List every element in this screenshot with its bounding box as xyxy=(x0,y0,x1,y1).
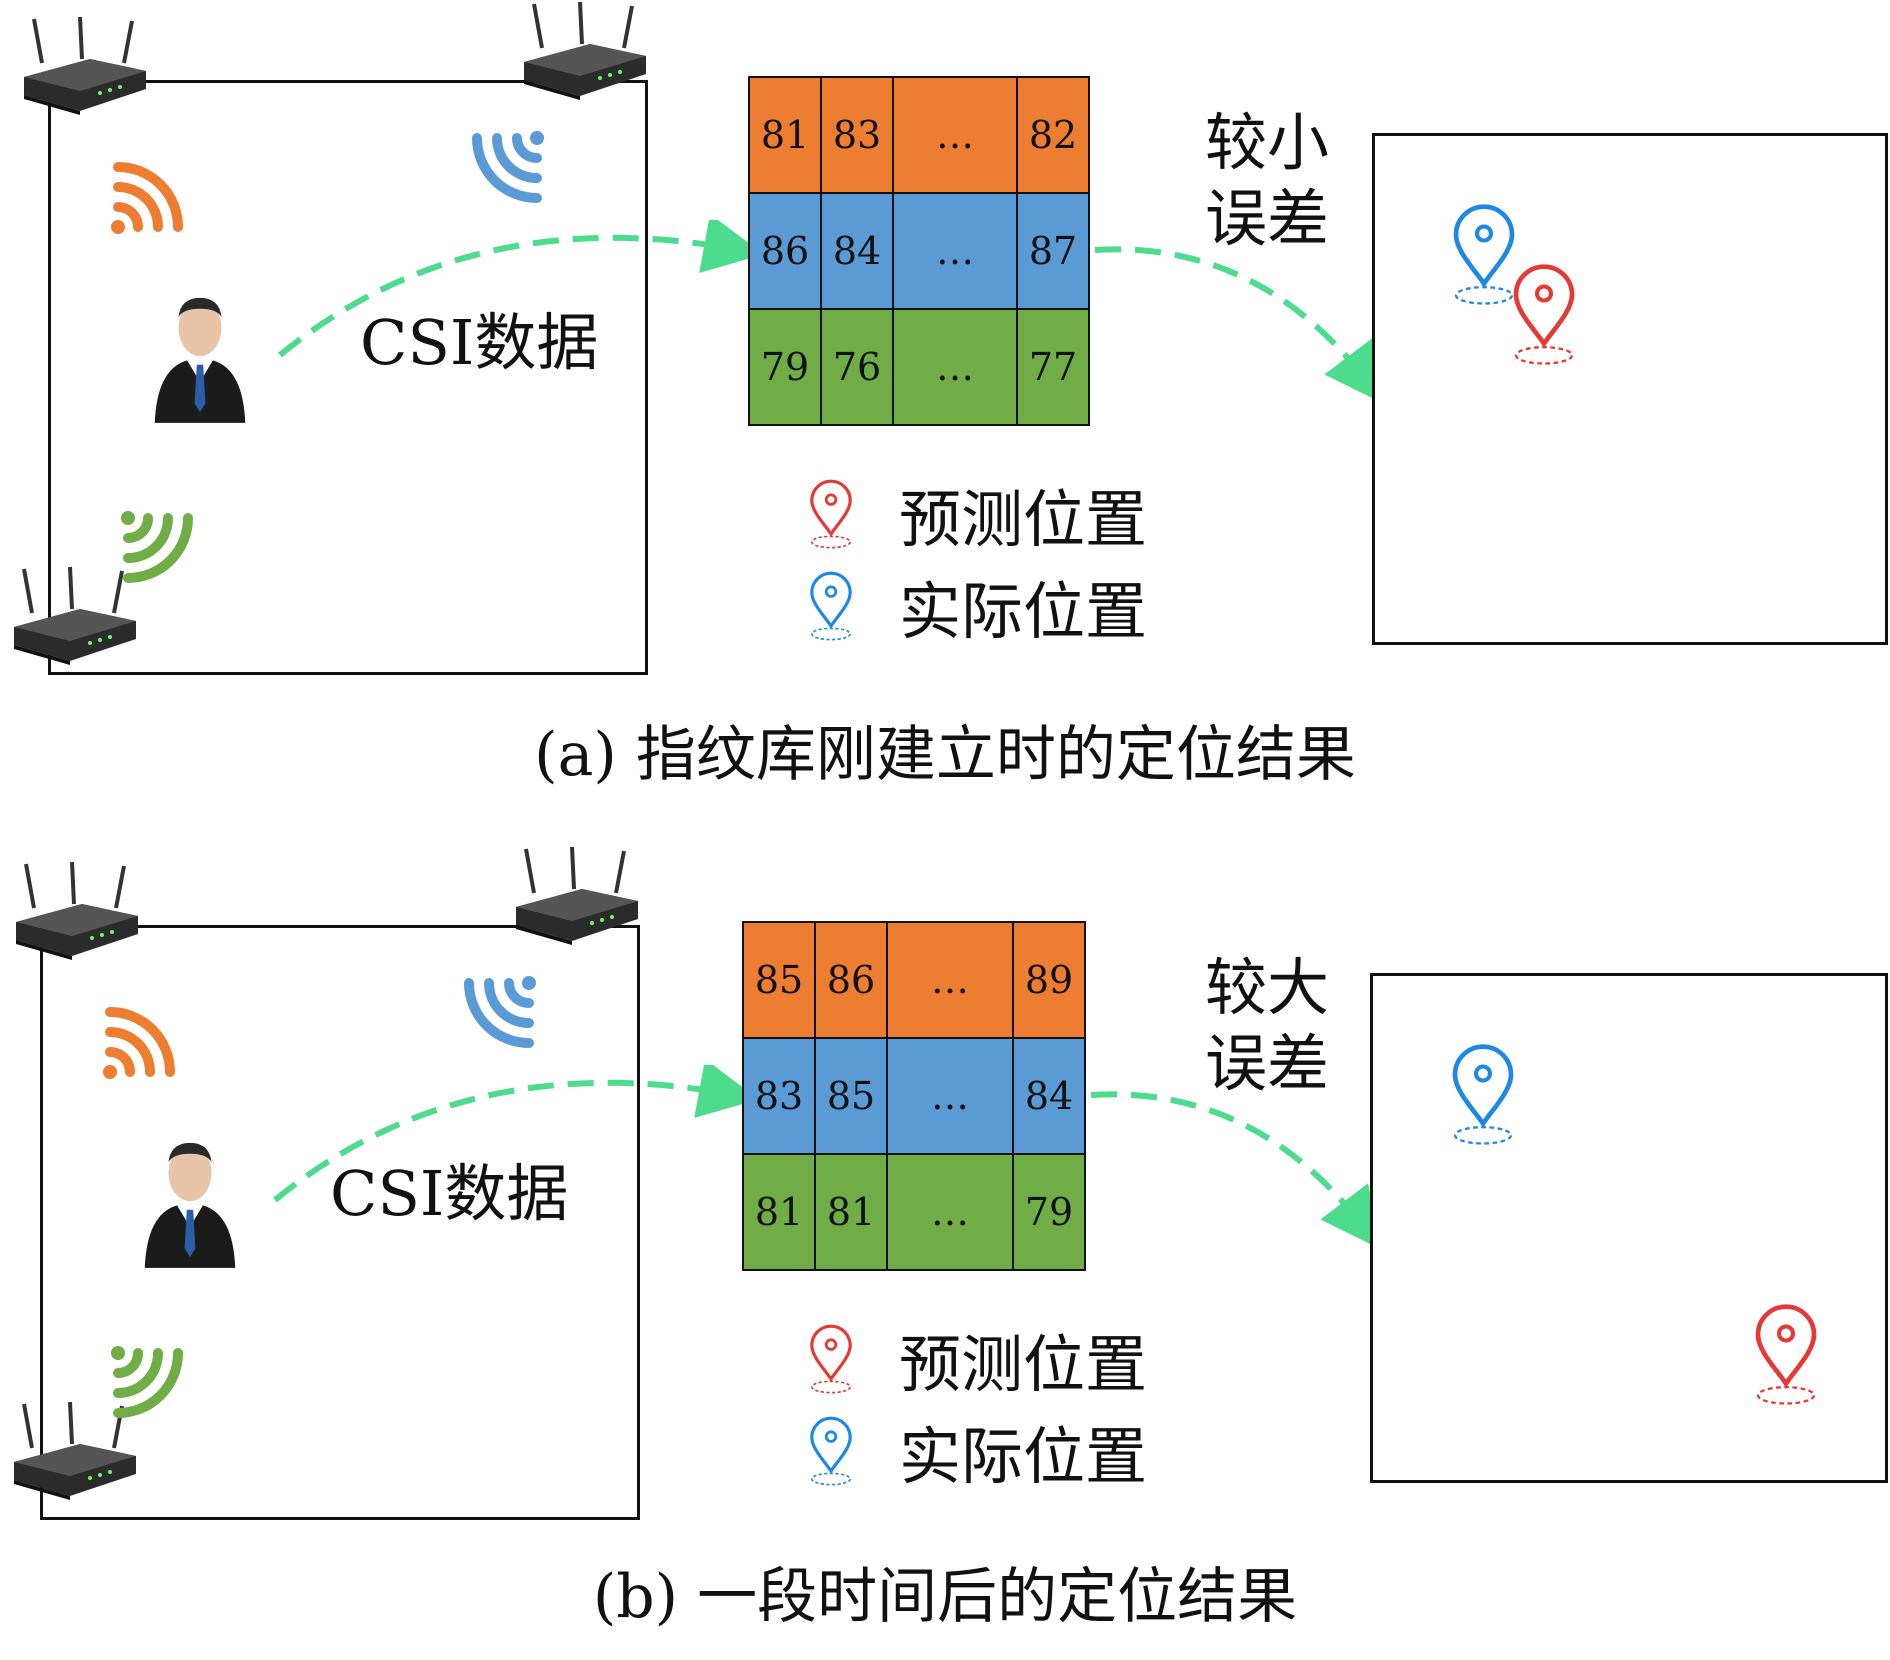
location-map xyxy=(1372,133,1888,645)
legend-label: 预测位置 xyxy=(899,1328,1148,1401)
grid-cell: 86 xyxy=(748,192,822,310)
router-icon xyxy=(520,0,650,110)
router-icon xyxy=(512,845,642,955)
red-location-pin-icon xyxy=(805,1323,857,1395)
legend-item-predicted: 预测位置 xyxy=(805,1323,1147,1401)
grid-cell: 79 xyxy=(1012,1153,1086,1271)
grid-cell: 85 xyxy=(742,921,816,1039)
red-location-pin-icon xyxy=(805,478,857,550)
grid-cell: 83 xyxy=(742,1037,816,1155)
legend-label: 实际位置 xyxy=(899,1420,1148,1493)
grid-cell: … xyxy=(892,76,1018,194)
fingerprint-grid: 85 86 … 89 83 85 … 84 81 81 … 79 xyxy=(742,921,1086,1271)
grid-cell: 89 xyxy=(1012,921,1086,1039)
green-wifi-icon xyxy=(100,1335,200,1435)
grid-cell: 81 xyxy=(742,1153,816,1271)
panel-a: CSI数据 81 83 … 82 86 84 … 87 79 76 … 77 较… xyxy=(0,0,1890,815)
grid-cell: 84 xyxy=(1012,1037,1086,1155)
error-label-line2: 误差 xyxy=(1205,1027,1330,1100)
legend-item-actual: 实际位置 xyxy=(805,1415,1147,1493)
blue-wifi-icon xyxy=(447,965,547,1065)
grid-cell: 83 xyxy=(820,76,894,194)
orange-wifi-icon xyxy=(92,990,192,1090)
legend-item-actual: 实际位置 xyxy=(805,570,1147,648)
predicted-location-pin-icon xyxy=(1751,1302,1821,1407)
dashed-arrow xyxy=(273,1065,755,1203)
grid-cell: 76 xyxy=(820,308,894,426)
actual-location-pin-icon xyxy=(1448,1042,1518,1147)
panel-b: CSI数据 85 86 … 89 83 85 … 84 81 81 … 79 较… xyxy=(0,845,1890,1660)
dashed-arrow xyxy=(278,220,760,358)
error-label: 较小 误差 xyxy=(1205,105,1345,257)
csi-data-label: CSI数据 xyxy=(330,1157,569,1230)
predicted-location-pin-icon xyxy=(1509,262,1579,367)
caption: (a) 指纹库刚建立时的定位结果 xyxy=(534,720,1356,790)
error-label-line1: 较小 xyxy=(1205,106,1330,179)
grid-cell: 81 xyxy=(814,1153,888,1271)
error-label-line2: 误差 xyxy=(1205,182,1330,255)
legend-label: 预测位置 xyxy=(899,483,1148,556)
fingerprint-grid: 81 83 … 82 86 84 … 87 79 76 … 77 xyxy=(748,76,1090,426)
grid-cell: 77 xyxy=(1016,308,1090,426)
grid-cell: 87 xyxy=(1016,192,1090,310)
blue-wifi-icon xyxy=(455,120,555,220)
grid-cell: 86 xyxy=(814,921,888,1039)
grid-cell: 79 xyxy=(748,308,822,426)
person-icon xyxy=(145,285,255,425)
error-label-line1: 较大 xyxy=(1205,951,1330,1024)
person-icon xyxy=(135,1130,245,1270)
blue-location-pin-icon xyxy=(805,570,857,642)
legend-item-predicted: 预测位置 xyxy=(805,478,1147,556)
green-wifi-icon xyxy=(110,500,210,600)
grid-cell: … xyxy=(886,1037,1014,1155)
caption: (b) 一段时间后的定位结果 xyxy=(592,1562,1298,1632)
grid-cell: … xyxy=(892,308,1018,426)
grid-cell: 82 xyxy=(1016,76,1090,194)
grid-cell: 81 xyxy=(748,76,822,194)
legend-label: 实际位置 xyxy=(899,575,1148,648)
grid-cell: … xyxy=(886,1153,1014,1271)
location-map xyxy=(1370,973,1888,1483)
orange-wifi-icon xyxy=(100,145,200,245)
csi-data-label: CSI数据 xyxy=(360,306,599,379)
router-icon xyxy=(20,15,150,125)
blue-location-pin-icon xyxy=(805,1415,857,1487)
error-label: 较大 误差 xyxy=(1205,950,1345,1102)
dashed-arrow xyxy=(1094,246,1385,405)
grid-cell: … xyxy=(886,921,1014,1039)
grid-cell: 85 xyxy=(814,1037,888,1155)
router-icon xyxy=(12,860,142,970)
grid-cell: … xyxy=(892,192,1018,310)
dashed-arrow xyxy=(1090,1091,1381,1250)
grid-cell: 84 xyxy=(820,192,894,310)
room-outline xyxy=(40,925,640,1520)
